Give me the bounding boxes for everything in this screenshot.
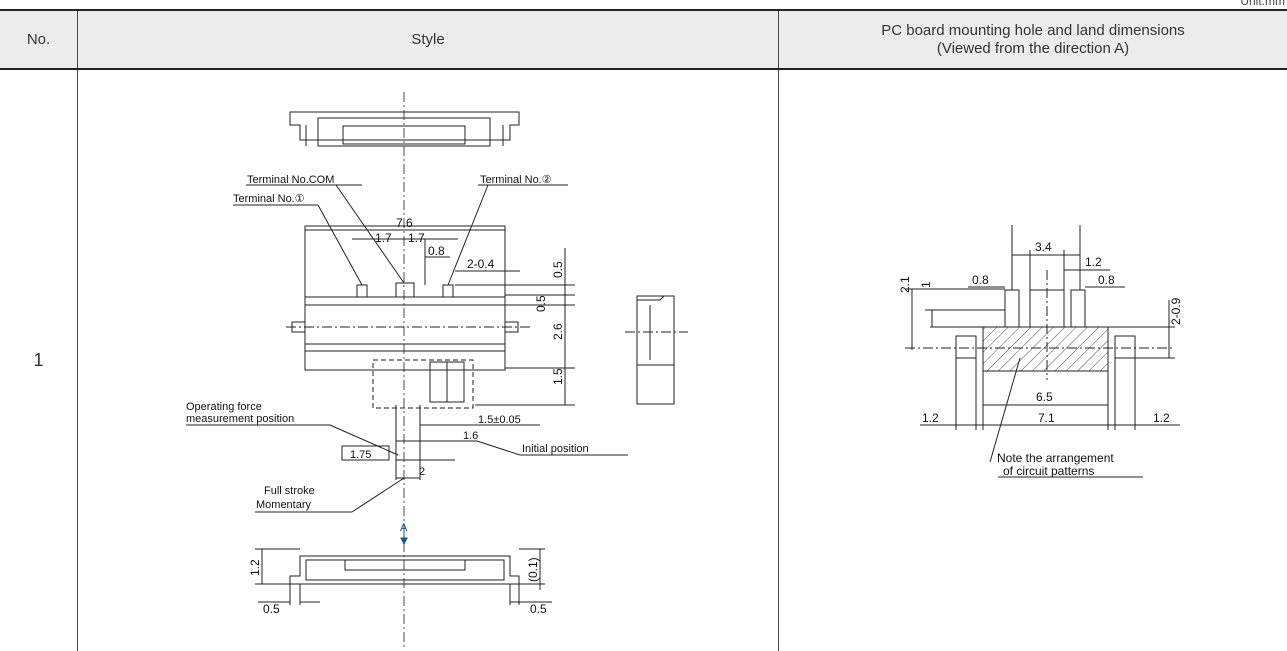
- pcb-dim-6-5: 6.5: [1036, 390, 1053, 404]
- header-no: No.: [0, 11, 77, 68]
- dim-0-1: (0.1): [526, 557, 540, 582]
- dim-1-2: 1.2: [248, 559, 262, 576]
- dim-1-5: 1.5: [551, 368, 565, 385]
- direction-a-arrow: [400, 532, 408, 546]
- pcb-dim-2-1: 2.1: [898, 276, 912, 293]
- dim-1-75: 1.75: [350, 449, 371, 461]
- dim-1-5-tolerance: 1.5±0.05: [478, 414, 521, 426]
- dim-0-5-left: 0.5: [263, 602, 280, 616]
- dim-0-8: 0.8: [428, 244, 445, 258]
- label-measurement-position: measurement position: [186, 413, 294, 425]
- column-divider: [77, 11, 78, 651]
- label-operating-force: Operating force: [186, 401, 262, 413]
- pcb-dim-3-4: 3.4: [1035, 240, 1052, 254]
- header-bottom-rule: [0, 68, 1287, 70]
- dim-2: 2: [419, 466, 425, 478]
- label-direction-a: A: [400, 522, 408, 534]
- pcb-note-line-1: Note the arrangement: [997, 451, 1114, 465]
- pcb-dim-7-1: 7.1: [1038, 411, 1055, 425]
- pcb-dim-0-8-right: 0.8: [1098, 273, 1115, 287]
- label-terminal-1: Terminal No.①: [233, 193, 305, 205]
- row-number: 1: [33, 350, 44, 370]
- unit-label: Unit:mm: [1240, 0, 1285, 8]
- dim-2-0-4: 2-0.4: [467, 257, 495, 271]
- style-drawing: Terminal No.COM Terminal No.① Terminal N…: [186, 92, 688, 650]
- column-divider: [778, 11, 779, 651]
- pcb-dim-2-0-9: 2-0.9: [1169, 297, 1183, 325]
- dim-1-7-left: 1.7: [375, 231, 392, 245]
- pcb-dim-1: 1: [919, 281, 933, 288]
- label-full-stroke: Full stroke: [264, 485, 315, 497]
- dim-0-5-top: 0.5: [551, 261, 565, 278]
- label-terminal-2: Terminal No.②: [480, 174, 552, 186]
- header-style: Style: [78, 11, 778, 68]
- pcb-note-line-2: of circuit patterns: [1003, 464, 1094, 478]
- header-pcb: PC board mounting hole and land dimensio…: [779, 11, 1287, 68]
- dim-1-7-right: 1.7: [408, 231, 425, 245]
- label-momentary: Momentary: [256, 499, 312, 511]
- pcb-dim-0-8-left: 0.8: [972, 273, 989, 287]
- pcb-land-drawing: 3.4 1.2 0.8 0.8 2.1 1 2-0.9 6.5 7.1 1.2 …: [898, 225, 1183, 478]
- table-top-rule: [0, 9, 1287, 11]
- dim-1-6: 1.6: [463, 430, 478, 442]
- dim-0-5-mid: 0.5: [534, 295, 548, 312]
- label-terminal-com: Terminal No.COM: [247, 174, 334, 186]
- pcb-dim-1-2-right: 1.2: [1153, 411, 1170, 425]
- dim-0-5-right: 0.5: [530, 602, 547, 616]
- pcb-dim-1-2-left: 1.2: [922, 411, 939, 425]
- dim-2-6: 2.6: [551, 323, 565, 340]
- label-initial-position: Initial position: [522, 443, 589, 455]
- dim-7-6: 7.6: [396, 216, 413, 230]
- pcb-dim-1-2-top: 1.2: [1085, 255, 1102, 269]
